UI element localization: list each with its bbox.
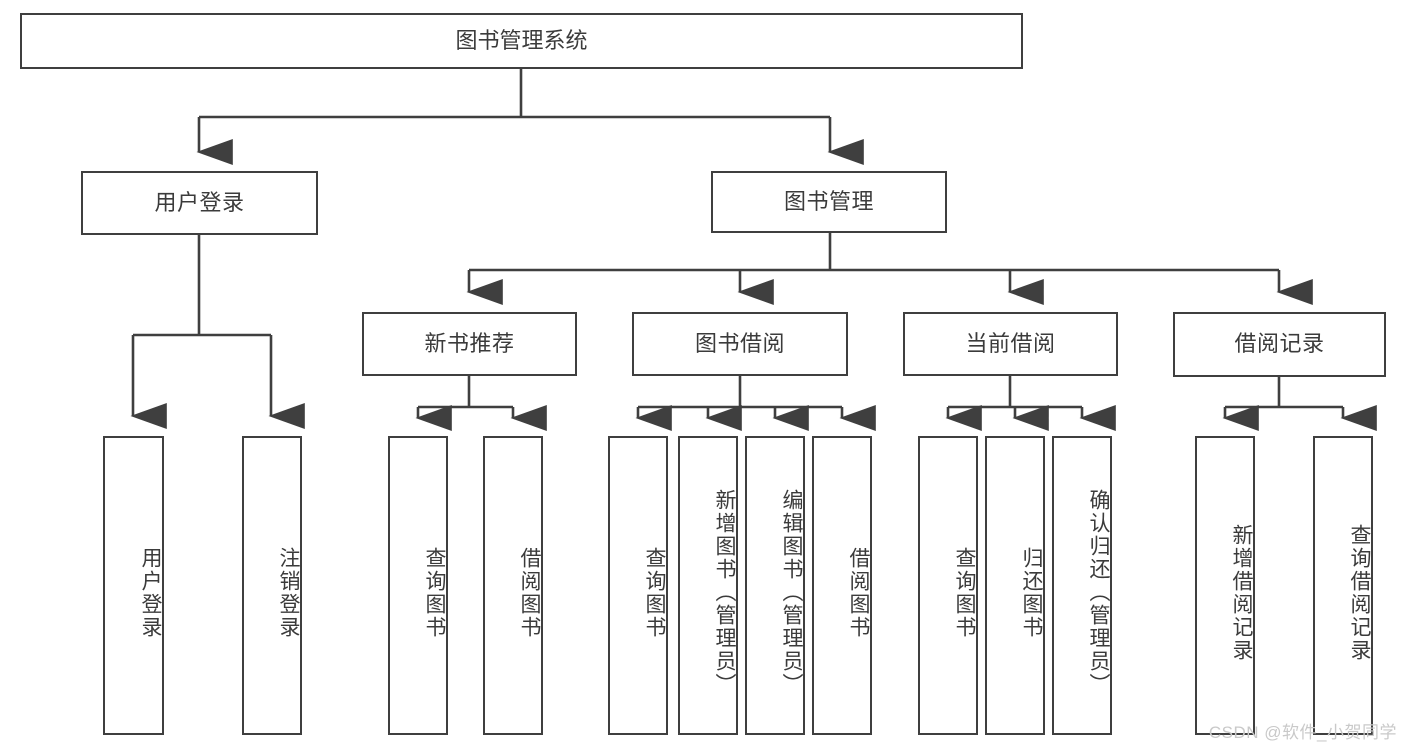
- leaf-recommend-borrow-book[interactable]: 借阅图书: [483, 436, 543, 735]
- node-label: 图书管理: [783, 188, 874, 214]
- node-label: 图书管理系统: [455, 27, 588, 53]
- leaf-current-query-book[interactable]: 查询图书: [918, 436, 978, 735]
- node-label: 用户登录: [154, 189, 245, 215]
- leaf-recommend-query-book[interactable]: 查询图书: [388, 436, 448, 735]
- node-label: 确认归还（管理员）: [1087, 489, 1110, 696]
- node-user-login[interactable]: 用户登录: [81, 171, 318, 235]
- node-label: 新书推荐: [424, 330, 515, 356]
- node-label: 注销登录: [277, 546, 300, 639]
- leaf-current-return-book[interactable]: 归还图书: [985, 436, 1045, 735]
- node-label: 编辑图书（管理员）: [780, 489, 803, 696]
- node-new-book-recommend[interactable]: 新书推荐: [362, 312, 577, 376]
- leaf-current-confirm-return-admin[interactable]: 确认归还（管理员）: [1052, 436, 1112, 735]
- node-root-system[interactable]: 图书管理系统: [20, 13, 1023, 69]
- leaf-borrow-add-book-admin[interactable]: 新增图书（管理员）: [678, 436, 738, 735]
- node-label: 查询图书: [423, 546, 446, 639]
- watermark-text: CSDN @软件_小贺同学: [1208, 723, 1397, 742]
- leaf-borrow-edit-book-admin[interactable]: 编辑图书（管理员）: [745, 436, 805, 735]
- leaf-borrow-query-book[interactable]: 查询图书: [608, 436, 668, 735]
- leaf-record-query-record[interactable]: 查询借阅记录: [1313, 436, 1373, 735]
- node-label: 用户登录: [139, 546, 162, 639]
- node-label: 借阅图书: [847, 546, 870, 639]
- node-label: 借阅记录: [1234, 331, 1325, 357]
- node-borrow-record[interactable]: 借阅记录: [1173, 312, 1386, 377]
- node-label: 新增图书（管理员）: [713, 489, 736, 696]
- node-label: 查询图书: [643, 546, 666, 639]
- node-current-borrow[interactable]: 当前借阅: [903, 312, 1118, 376]
- leaf-user-login-signin[interactable]: 用户登录: [103, 436, 164, 735]
- node-label: 查询图书: [953, 546, 976, 639]
- node-label: 查询借阅记录: [1348, 523, 1371, 662]
- leaf-record-add-record[interactable]: 新增借阅记录: [1195, 436, 1255, 735]
- node-book-management[interactable]: 图书管理: [711, 171, 947, 233]
- node-label: 新增借阅记录: [1230, 523, 1253, 662]
- node-label: 归还图书: [1020, 546, 1043, 639]
- leaf-borrow-borrow-book[interactable]: 借阅图书: [812, 436, 872, 735]
- node-label: 当前借阅: [965, 330, 1056, 356]
- node-label: 图书借阅: [694, 330, 785, 356]
- node-label: 借阅图书: [518, 546, 541, 639]
- leaf-user-login-signout[interactable]: 注销登录: [242, 436, 302, 735]
- node-book-borrow[interactable]: 图书借阅: [632, 312, 848, 376]
